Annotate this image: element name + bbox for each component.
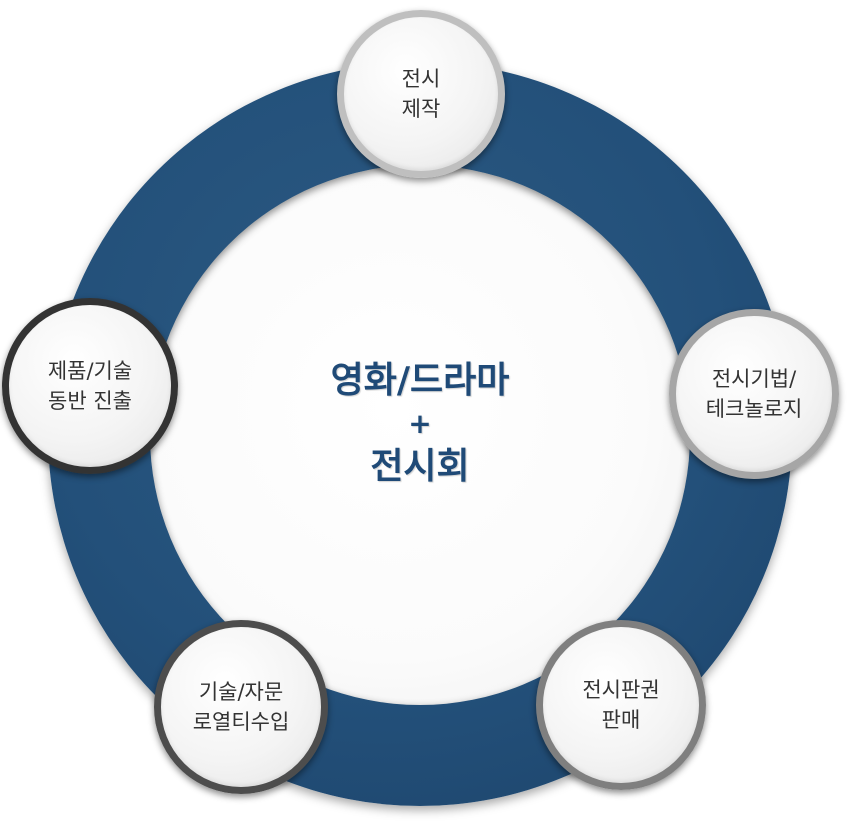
node-label-line2: 동반 진출 xyxy=(48,389,132,413)
node-label-line1: 전시판권 xyxy=(582,678,660,702)
node-label-line1: 전시 xyxy=(401,67,441,91)
center-title-line2: 전시회 xyxy=(370,446,470,487)
node-exhibition-rights-sales: 전시판권 판매 xyxy=(536,620,706,790)
node-label-line2: 테크놀로지 xyxy=(705,397,803,421)
node-label-line1: 제품/기술 xyxy=(47,359,133,383)
node-label-line1: 기술/자문 xyxy=(198,680,284,704)
node-label-line2: 제작 xyxy=(401,97,441,121)
center-label: 영화/드라마 + 전시회 xyxy=(150,165,690,705)
center-title-line1: 영화/드라마 xyxy=(330,360,510,401)
node-label-line2: 로열티수입 xyxy=(192,710,290,734)
center-plus-sign: + xyxy=(408,407,432,440)
inner-circle xyxy=(150,165,690,705)
node-label-line1: 전시기법/ xyxy=(711,367,797,391)
node-exhibition-technology: 전시기법/ 테크놀로지 xyxy=(669,309,839,479)
node-product-tech-expansion: 제품/기술 동반 진출 xyxy=(2,298,178,474)
node-label-line2: 판매 xyxy=(601,708,641,732)
node-tech-consulting-royalty: 기술/자문 로열티수입 xyxy=(154,620,328,794)
node-exhibition-production: 전시 제작 xyxy=(337,10,505,178)
